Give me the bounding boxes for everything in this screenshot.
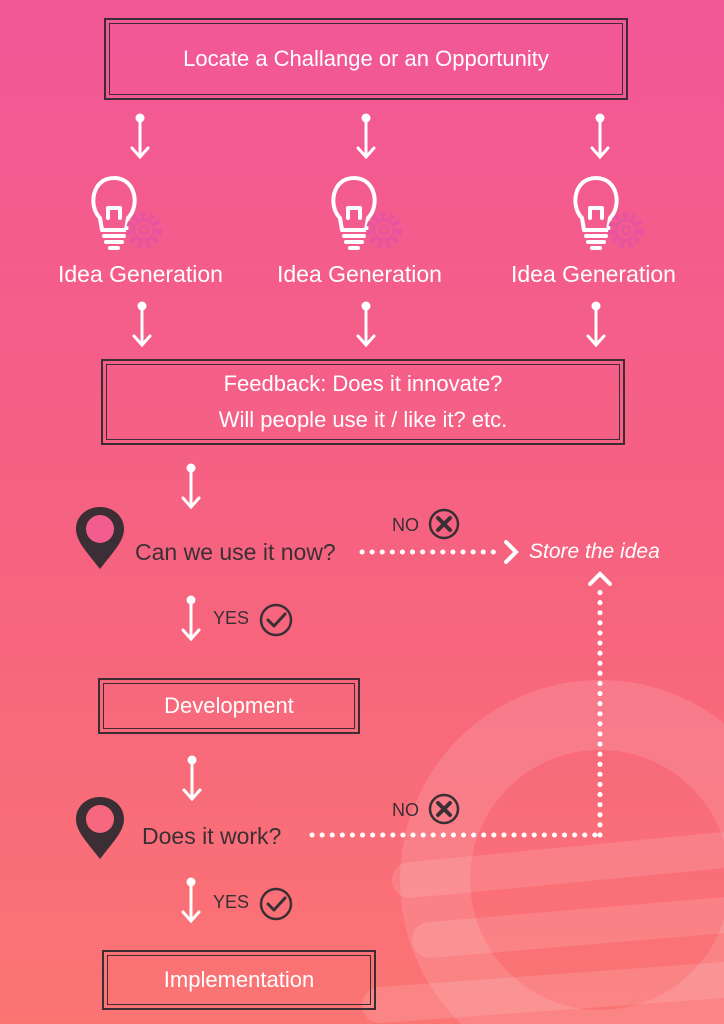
- cross-circle-icon: [428, 508, 460, 540]
- map-pin-icon: [76, 797, 124, 859]
- feedback-line-2: Will people use it / like it? etc.: [218, 407, 508, 432]
- yes-label: YES: [213, 608, 250, 628]
- question-does-it-work: Does it work?: [142, 823, 282, 849]
- no-label: NO: [392, 800, 419, 820]
- idea-generation-label: Idea Generation: [277, 261, 442, 287]
- yes-label: YES: [213, 892, 250, 912]
- feedback-line-1: Feedback: Does it innovate?: [223, 371, 503, 396]
- store-the-idea-label: Store the idea: [529, 540, 660, 563]
- lightbulb-gear-icon: [331, 176, 402, 250]
- implementation-box: Implementation: [102, 950, 376, 1010]
- lightbulb-gear-icon: [91, 176, 162, 250]
- lightbulb-gear-icon: [573, 176, 644, 250]
- step-locate-text: Locate a Challange or an Opportunity: [183, 46, 549, 71]
- check-circle-icon: [259, 603, 293, 637]
- feedback-box: Feedback: Does it innovate? Will people …: [101, 359, 625, 445]
- cross-circle-icon: [428, 793, 460, 825]
- development-text: Development: [164, 693, 294, 718]
- idea-generation-label: Idea Generation: [511, 261, 676, 287]
- check-circle-icon: [259, 887, 293, 921]
- idea-generation-label: Idea Generation: [58, 261, 223, 287]
- no-label: NO: [392, 515, 419, 535]
- map-pin-icon: [76, 507, 124, 569]
- development-box: Development: [98, 678, 360, 734]
- implementation-text: Implementation: [163, 967, 315, 992]
- step-locate-box: Locate a Challange or an Opportunity: [104, 18, 628, 100]
- question-can-we-use: Can we use it now?: [135, 539, 336, 565]
